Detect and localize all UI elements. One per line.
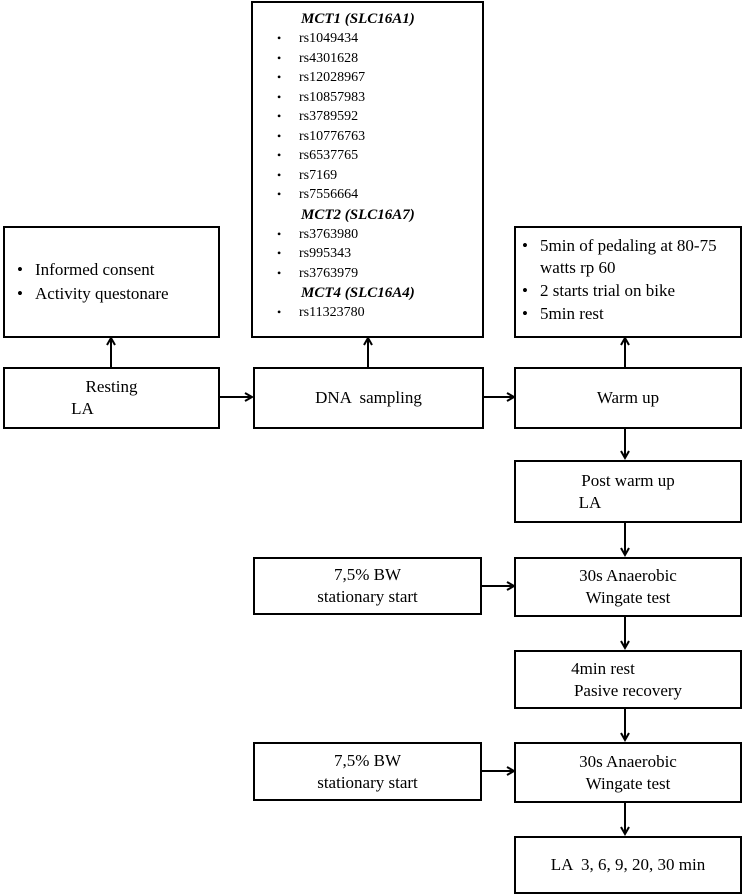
list-item: rs10857983 xyxy=(253,88,482,108)
list-item: 2 starts trial on bike xyxy=(518,279,740,302)
list-item: rs3763980 xyxy=(253,225,482,245)
load-percent-label: 7,5% BW xyxy=(333,565,402,584)
load-start-label: stationary start xyxy=(317,587,418,606)
list-item: rs4301628 xyxy=(253,49,482,69)
gene-heading-mct1: MCT1 (SLC16A1) xyxy=(301,11,415,27)
dna-sampling-label: DNA sampling xyxy=(315,388,422,407)
list-item: rs3763979 xyxy=(253,264,482,284)
list-item: rs3789592 xyxy=(253,107,482,127)
load-box-2: 7,5% BW stationary start xyxy=(253,742,482,801)
resting-la-box: Resting LA xyxy=(3,367,220,429)
warmup-box: Warm up xyxy=(514,367,742,429)
wingate-title: 30s Anaerobic xyxy=(579,566,677,585)
rest-recovery-box: 4min rest Pasive recovery xyxy=(514,650,742,709)
list-item: 5min rest xyxy=(518,302,740,325)
recovery-label: Pasive recovery xyxy=(573,680,683,700)
warmup-protocol-box: 5min of pedaling at 80-75 watts rp 60 2 … xyxy=(514,226,742,338)
list-item: rs7169 xyxy=(253,166,482,186)
list-item: 5min of pedaling at 80-75 watts rp 60 xyxy=(518,235,740,279)
gene-heading-mct4: MCT4 (SLC16A4) xyxy=(301,285,415,301)
rest-label: 4min rest xyxy=(571,658,635,678)
load-start-label: stationary start xyxy=(317,772,418,792)
load-box-1: 7,5% BW stationary start xyxy=(253,557,482,615)
warmup-label: Warm up xyxy=(596,388,660,407)
resting-la-label: LA xyxy=(71,399,94,418)
list-item: Activity questonare xyxy=(13,282,169,306)
snp-panel: MCT1 (SLC16A1) rs1049434 rs4301628 rs120… xyxy=(251,1,484,338)
post-warmup-la-box: Post warm up LA xyxy=(514,460,742,523)
list-item: rs7556664 xyxy=(253,185,482,205)
list-item: rs6537765 xyxy=(253,146,482,166)
list-item: rs12028967 xyxy=(253,68,482,88)
post-warmup-la-label: LA xyxy=(578,492,602,512)
load-percent-label: 7,5% BW xyxy=(333,750,402,770)
consent-box: Informed consent Activity questonare xyxy=(3,226,220,338)
list-item: rs995343 xyxy=(253,244,482,264)
dna-sampling-box: DNA sampling xyxy=(253,367,484,429)
list-item: rs10776763 xyxy=(253,127,482,147)
la-times-label: LA 3, 6, 9, 20, 30 min xyxy=(550,855,706,874)
list-item: Informed consent xyxy=(13,258,169,282)
list-item: rs11323780 xyxy=(253,303,482,323)
wingate-test-box-1: 30s Anaerobic Wingate test xyxy=(514,557,742,617)
wingate-title: 30s Anaerobic xyxy=(579,751,677,771)
consent-list: Informed consent Activity questonare xyxy=(13,258,169,306)
snp-list: MCT1 (SLC16A1) rs1049434 rs4301628 rs120… xyxy=(253,9,482,323)
wingate-test-box-2: 30s Anaerobic Wingate test xyxy=(514,742,742,803)
wingate-subtitle: Wingate test xyxy=(585,773,671,793)
post-warmup-label: Post warm up xyxy=(581,470,675,490)
wingate-subtitle: Wingate test xyxy=(585,588,671,607)
warmup-protocol-list: 5min of pedaling at 80-75 watts rp 60 2 … xyxy=(518,235,740,325)
gene-heading-mct2: MCT2 (SLC16A7) xyxy=(301,206,415,223)
resting-label: Resting xyxy=(85,377,138,396)
list-item: rs1049434 xyxy=(253,29,482,49)
la-times-box: LA 3, 6, 9, 20, 30 min xyxy=(514,836,742,894)
